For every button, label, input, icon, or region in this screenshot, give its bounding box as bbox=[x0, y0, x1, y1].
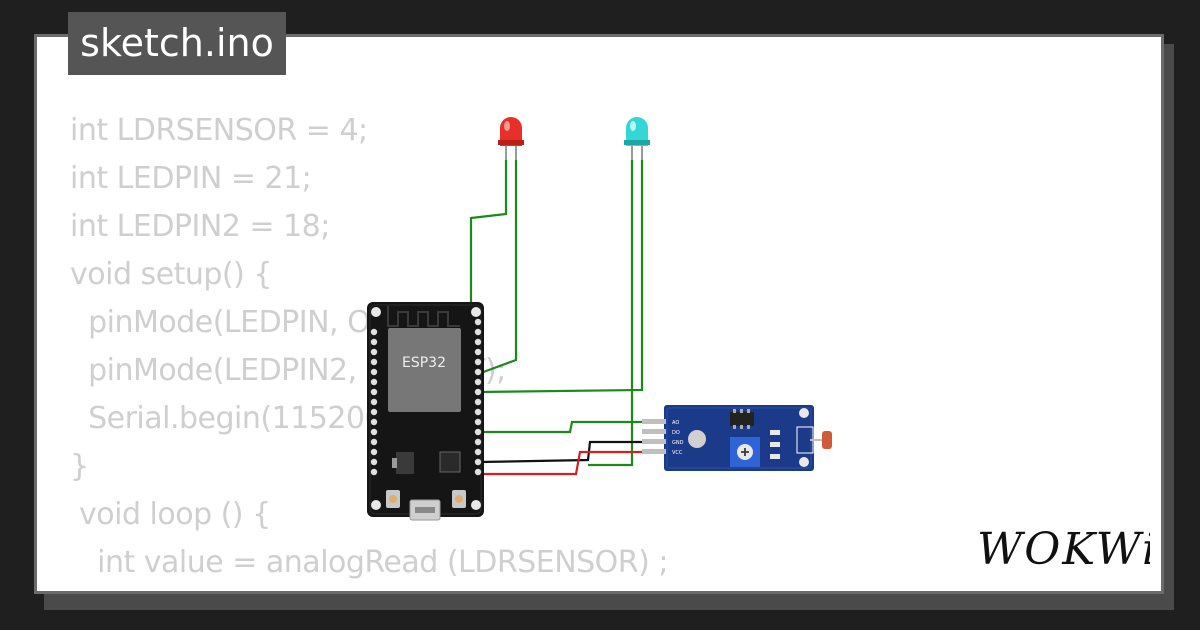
diagram-canvas: int LDRSENSOR = 4; int LEDPIN = 21; int LE… bbox=[34, 34, 1164, 594]
led-cyan[interactable] bbox=[624, 117, 650, 160]
led-red[interactable] bbox=[498, 117, 524, 160]
code-line: } bbox=[70, 449, 89, 484]
esp32-regulator bbox=[396, 452, 414, 474]
code-line: int LEDPIN2 = 18; bbox=[70, 209, 330, 244]
pin-label-do: DO bbox=[672, 430, 680, 436]
code-line: int value = analogRead (LDRSENSOR) ; bbox=[70, 545, 668, 580]
wire-sensor-vcc bbox=[480, 450, 664, 476]
esp32-pins-left bbox=[370, 328, 378, 476]
code-line: Serial.begin(115200); bbox=[70, 401, 404, 436]
ldr-comparator-chip bbox=[730, 412, 754, 426]
sketch-filename-tab[interactable]: sketch.ino bbox=[68, 12, 286, 75]
code-line: void loop () { bbox=[70, 497, 271, 532]
code-line: int LDRSENSOR = 4; bbox=[70, 113, 368, 148]
wires bbox=[469, 160, 664, 476]
esp32-label: ESP32 bbox=[402, 355, 446, 371]
esp32-module bbox=[388, 328, 461, 412]
ldr-sensor-pin-labels: AO DO GND VCC bbox=[672, 420, 684, 456]
code-line: void setup() { bbox=[70, 257, 272, 292]
pin-label-vcc: VCC bbox=[672, 450, 683, 456]
pin-label-gnd: GND bbox=[672, 440, 684, 446]
wire-red-led-a bbox=[469, 160, 508, 305]
ldr-sensor-pins bbox=[642, 419, 666, 454]
esp32-pins-right bbox=[474, 318, 482, 476]
wire-cyan-led-a bbox=[588, 160, 634, 467]
wire-red-led-b bbox=[477, 160, 518, 376]
esp32-usb-chip bbox=[439, 451, 461, 473]
esp32-board[interactable]: ESP32 bbox=[367, 302, 484, 521]
wokwi-logo-text: WOKWi bbox=[977, 524, 1150, 572]
wire-cyan-led-b bbox=[477, 160, 644, 394]
wokwi-logo: WOKWi bbox=[977, 524, 1150, 572]
wire-sensor-ao bbox=[480, 420, 664, 434]
ldr-sensor-module[interactable]: AO DO GND VCC bbox=[642, 405, 832, 471]
ldr-led-indicator bbox=[688, 430, 706, 448]
pin-label-ao: AO bbox=[672, 420, 679, 426]
sketch-filename: sketch.ino bbox=[80, 21, 274, 65]
ldr-photoresistor bbox=[822, 431, 832, 449]
code-line: int LEDPIN = 21; bbox=[70, 161, 312, 196]
